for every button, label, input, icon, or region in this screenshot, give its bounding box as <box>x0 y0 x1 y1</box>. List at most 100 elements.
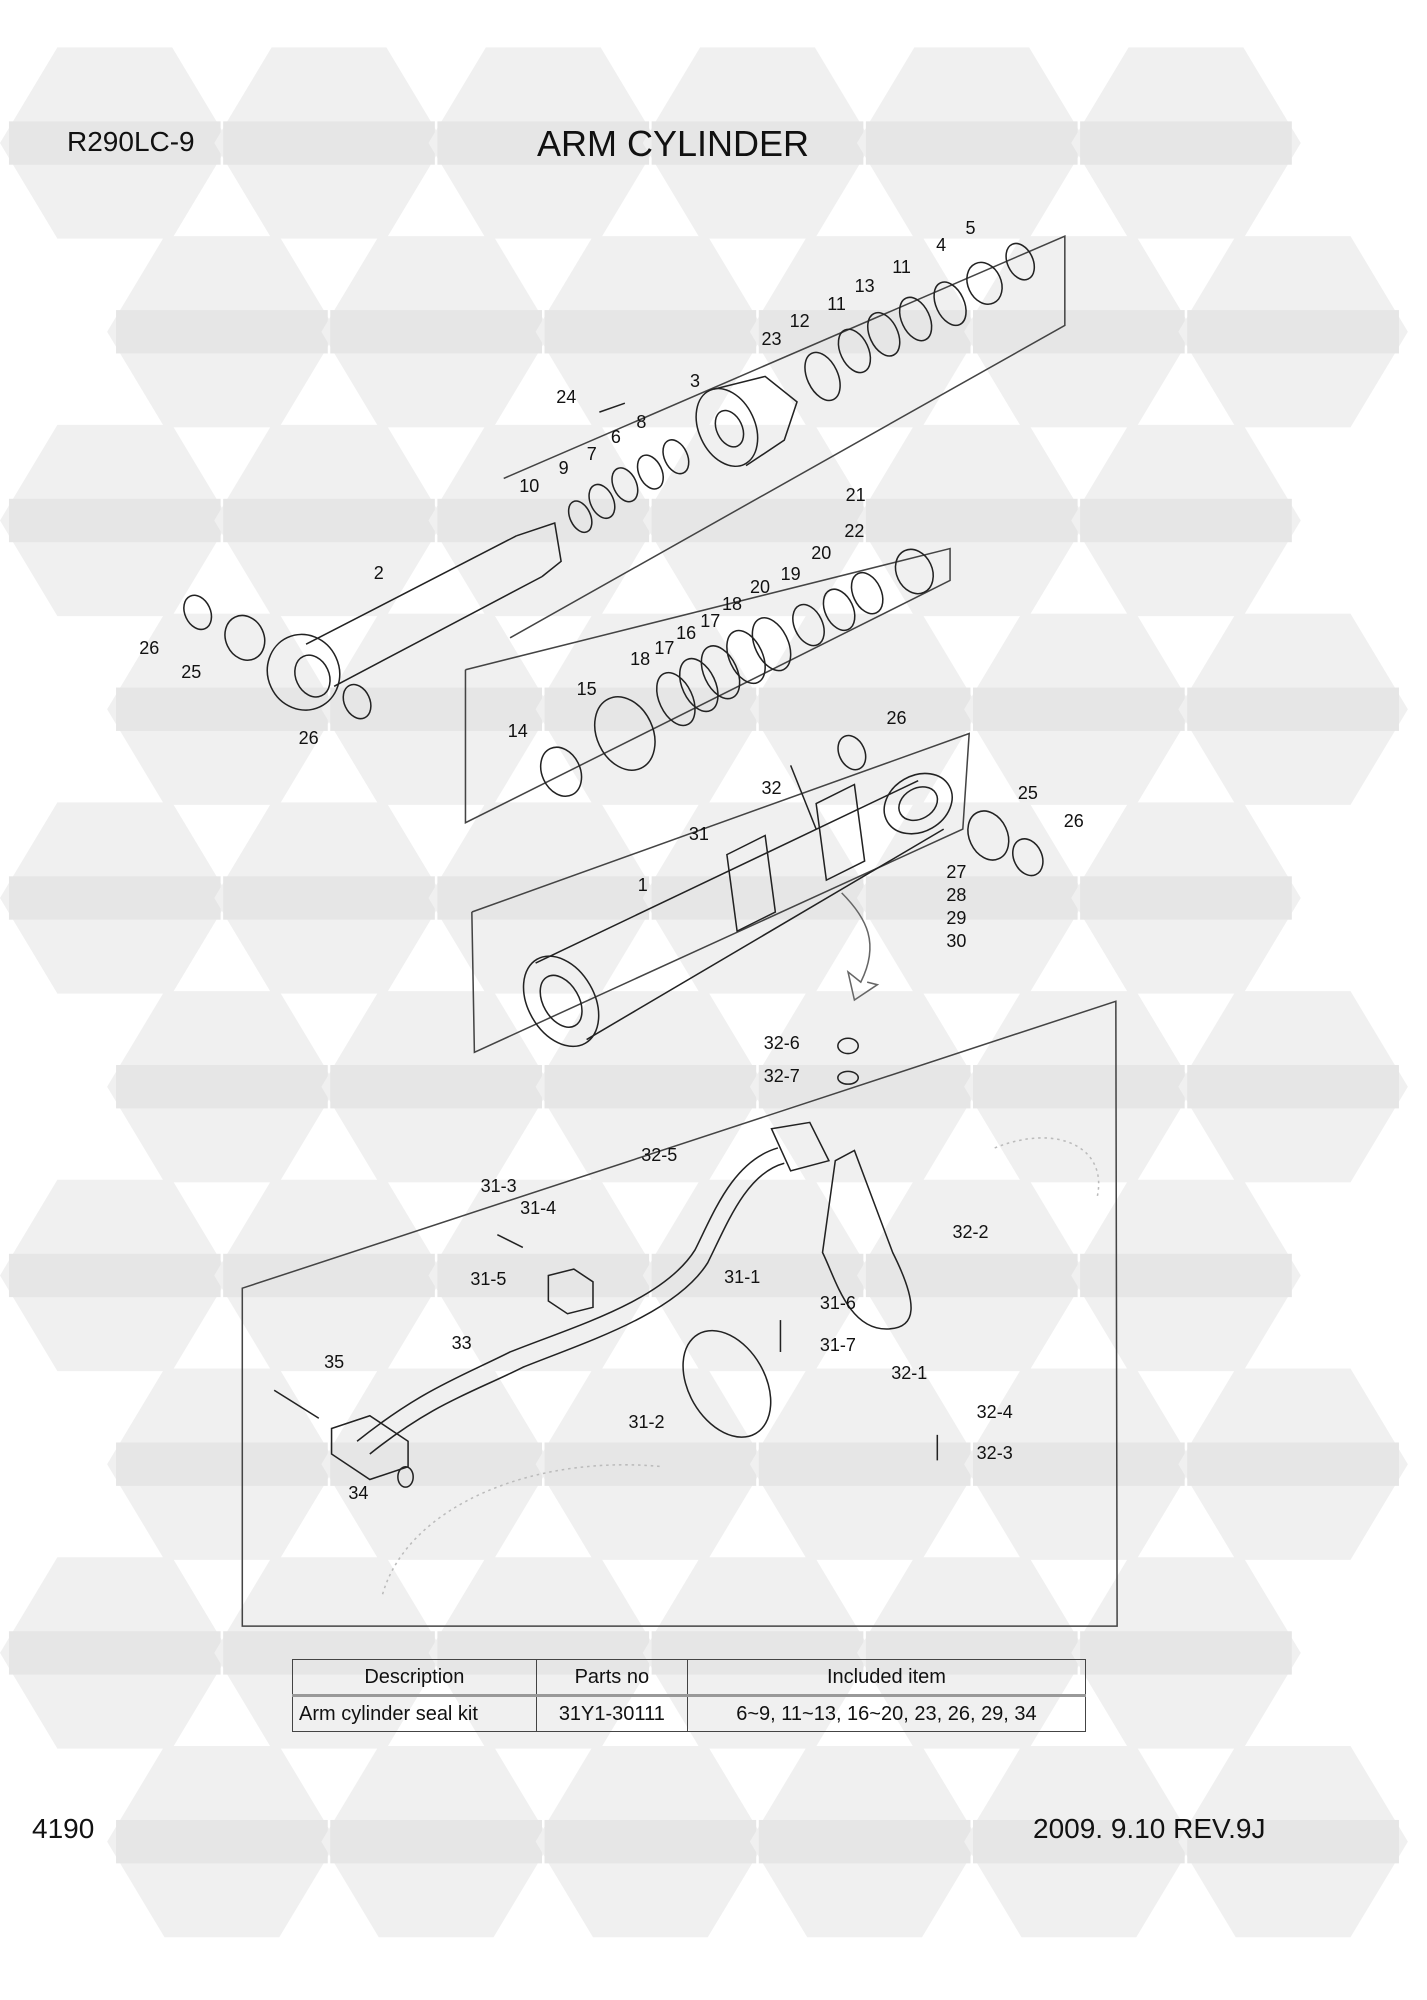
watermark-logo <box>214 802 444 994</box>
seals-rings <box>183 242 1044 1488</box>
callout-label: 11 <box>827 293 846 314</box>
watermark-logo <box>749 991 980 1183</box>
watermark-logo <box>535 1368 766 1560</box>
callout-label: 3 <box>689 371 701 392</box>
watermark-logo <box>642 802 873 994</box>
header-parts-no: Parts no <box>535 1659 688 1697</box>
watermark-logo <box>107 991 337 1183</box>
watermark-logo <box>1071 1179 1301 1372</box>
callout-label: 10 <box>519 475 540 496</box>
watermark-logo <box>1178 1368 1408 1560</box>
watermark-logo <box>428 424 659 617</box>
watermark-logo <box>749 1746 980 1938</box>
callout-label: 26 <box>298 728 319 749</box>
watermark-logo <box>0 802 230 994</box>
callout-label: 31-6 <box>819 1293 856 1314</box>
callout-label: 18 <box>721 594 742 615</box>
watermark-logo <box>321 1368 551 1560</box>
callout-label: 27 <box>946 862 967 883</box>
callout-label: 16 <box>676 622 697 643</box>
callout-label: 33 <box>451 1332 472 1353</box>
callout-label: 19 <box>780 563 801 584</box>
watermark-logo <box>1178 991 1408 1183</box>
page-title: ARM CYLINDER <box>537 123 810 164</box>
watermark-logo <box>428 802 659 994</box>
callout-label: 32-3 <box>976 1442 1013 1463</box>
watermark-logo <box>856 802 1087 994</box>
callout-label: 4 <box>936 234 947 255</box>
callout-label: 29 <box>946 908 967 929</box>
table-header-row: Description Parts no Included item <box>292 1659 1087 1697</box>
watermark-logo <box>964 613 1194 805</box>
page-number: 4190 <box>32 1813 95 1844</box>
watermark-logo <box>107 236 337 428</box>
callout-label: 22 <box>844 520 865 541</box>
watermark-logo <box>428 1179 659 1372</box>
callout-label: 32 <box>761 778 782 799</box>
callout-label: 25 <box>181 662 202 683</box>
watermark-logo <box>321 991 551 1183</box>
frame-upper <box>241 234 1118 1627</box>
callout-label: 9 <box>558 458 569 478</box>
callout-label: 23 <box>761 329 782 350</box>
callout-label: 7 <box>586 443 597 464</box>
callout-label: 18 <box>630 649 651 670</box>
callout-label: 32-4 <box>976 1401 1013 1422</box>
watermark-logo <box>535 236 766 428</box>
rod-cover <box>599 375 798 468</box>
watermark-logo <box>0 1179 230 1372</box>
header-description: Description <box>292 1659 537 1697</box>
watermark-logo <box>964 1368 1194 1560</box>
callout-label: 30 <box>946 931 967 952</box>
model-number: R290LC-9 <box>67 126 195 157</box>
cell-description: Arm cylinder seal kit <box>292 1695 537 1732</box>
revision-date: 2009. 9.10 REV.9J <box>1033 1813 1266 1844</box>
callout-label: 28 <box>946 885 967 906</box>
callout-label: 35 <box>324 1351 345 1372</box>
header-included-item: Included item <box>686 1659 1087 1697</box>
watermark-logo <box>1071 47 1301 239</box>
watermark-logo <box>107 1746 337 1938</box>
callout-label: 14 <box>507 720 528 741</box>
watermark-logo <box>535 1746 766 1938</box>
callout-label: 6 <box>610 427 621 448</box>
watermark-logo <box>321 1746 551 1938</box>
watermark-logo <box>0 424 230 617</box>
watermark-logo <box>535 613 766 805</box>
watermark-logo <box>107 613 337 805</box>
watermark-logo <box>1178 613 1408 805</box>
callout-label: 25 <box>1017 783 1038 804</box>
callout-label: 13 <box>854 275 875 296</box>
watermark-logo <box>107 1368 337 1560</box>
callout-label: 15 <box>576 678 597 699</box>
piston-rod <box>266 522 562 711</box>
watermark-logo <box>964 991 1194 1183</box>
callout-label: 20 <box>750 576 771 597</box>
cell-parts-no: 31Y1-30111 <box>535 1695 688 1732</box>
callout-label: 26 <box>139 637 160 658</box>
callout-label: 34 <box>348 1483 369 1504</box>
watermark-logo <box>964 236 1194 428</box>
watermark-logo <box>214 47 444 239</box>
callout-label: 32-1 <box>891 1363 928 1384</box>
seal-kit-table: Description Parts no Included item Arm c… <box>292 1659 1087 1732</box>
callout-label: 24 <box>556 386 577 407</box>
watermark-logo <box>964 1746 1194 1938</box>
watermark-logo <box>1071 802 1301 994</box>
watermark-logo <box>856 47 1087 239</box>
callout-label: 20 <box>811 543 832 564</box>
pipe-and-clamps <box>273 892 1100 1595</box>
watermark-logo <box>856 1179 1087 1372</box>
callout-label: 2 <box>373 562 384 583</box>
watermark-logo <box>321 236 551 428</box>
watermark-logo <box>428 47 659 239</box>
callout-label: 17 <box>654 637 675 658</box>
callout-label: 32-2 <box>952 1221 989 1242</box>
watermark-logo <box>1071 1557 1301 1749</box>
callout-label: 26 <box>886 707 907 728</box>
callout-label: 11 <box>892 256 911 277</box>
callout-label: 32-5 <box>641 1145 678 1166</box>
callout-label: 12 <box>789 311 810 332</box>
callout-label: 5 <box>965 218 976 239</box>
